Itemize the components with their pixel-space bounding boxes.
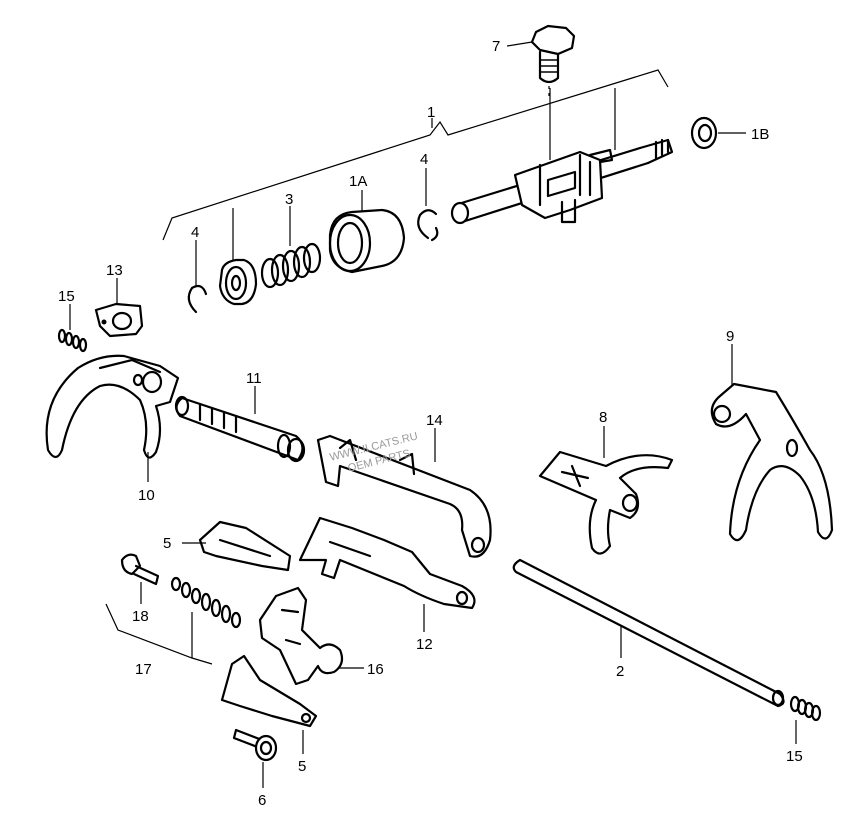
- label-15-right: 15: [786, 748, 803, 765]
- spring-17: [170, 576, 242, 629]
- label-1: 1: [427, 104, 435, 121]
- shift-fork-9: [710, 382, 834, 542]
- label-4-right: 4: [420, 151, 428, 168]
- circlip-4-right: [417, 209, 439, 242]
- label-7: 7: [492, 38, 500, 55]
- sleeve-1a: [328, 208, 406, 274]
- spring-15-left: [57, 328, 88, 353]
- label-16: 16: [367, 661, 384, 678]
- interlock-plate-5-lower: [220, 654, 318, 728]
- label-1a: 1A: [349, 173, 367, 190]
- selector-shaft-1: [450, 138, 674, 225]
- label-6: 6: [258, 792, 266, 809]
- rod-2: [512, 558, 785, 708]
- guide-pin-11: [174, 395, 306, 463]
- callout-labels: 7 1 1B 1A 4 3 4 13 15 11 9 14 8 10 5 18 …: [58, 38, 803, 809]
- label-12: 12: [416, 636, 433, 653]
- bush-left: [218, 258, 258, 306]
- label-13: 13: [106, 262, 123, 279]
- plate-13: [94, 302, 144, 338]
- label-8: 8: [599, 409, 607, 426]
- spring-15-right: [789, 695, 822, 722]
- shift-fork-8: [538, 450, 674, 555]
- label-11: 11: [246, 370, 262, 387]
- shift-fork-10: [45, 354, 180, 459]
- label-5-upper: 5: [163, 535, 171, 552]
- label-9: 9: [726, 328, 734, 345]
- interlock-plate-5-upper: [198, 520, 292, 572]
- assembly-1-bracket: [162, 69, 669, 260]
- leader-lines: [69, 41, 797, 788]
- bolt-7: [530, 24, 576, 100]
- washer-1b: [690, 116, 718, 150]
- selector-rail-14: [316, 434, 492, 558]
- label-4-left: 4: [191, 224, 199, 241]
- label-3: 3: [285, 191, 293, 208]
- label-15-left: 15: [58, 288, 75, 305]
- label-17: 17: [135, 661, 152, 678]
- label-14: 14: [426, 412, 443, 429]
- bolt-18: [120, 553, 160, 586]
- selector-rail-12: [298, 516, 476, 610]
- label-18: 18: [132, 608, 149, 625]
- label-10: 10: [138, 487, 155, 504]
- label-2: 2: [616, 663, 624, 680]
- label-5-lower: 5: [298, 758, 306, 775]
- circlip-4-left: [187, 284, 208, 314]
- label-1b: 1B: [751, 126, 769, 143]
- shift-fork-16: [258, 586, 344, 686]
- spring-3: [260, 242, 322, 289]
- bolt-6: [232, 728, 278, 762]
